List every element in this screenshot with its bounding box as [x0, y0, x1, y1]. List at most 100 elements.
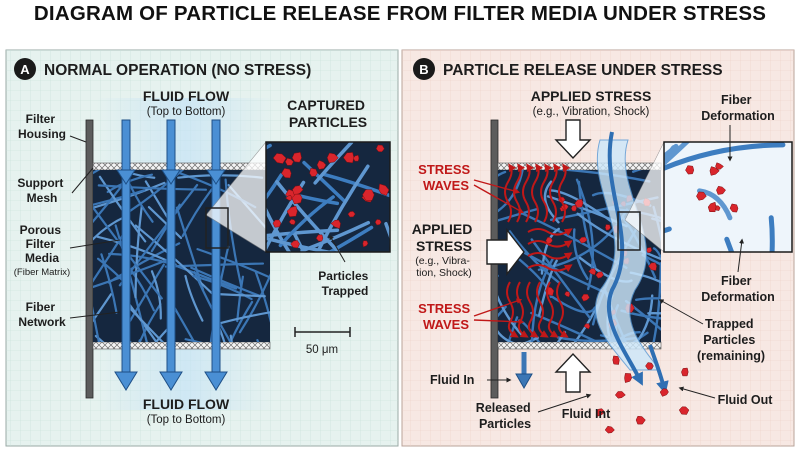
fiber	[196, 248, 270, 279]
fiber	[169, 299, 196, 342]
fluid-flow-top-label: FLUID FLOW	[143, 88, 230, 104]
particles-trapped-label: Particles Trapped	[318, 269, 371, 298]
particle	[272, 153, 287, 164]
particle	[326, 152, 339, 164]
particle	[595, 271, 604, 279]
fiber	[664, 142, 786, 171]
fiber	[498, 208, 538, 222]
support-mesh-label: Support Mesh	[17, 176, 66, 205]
stress-wave	[527, 252, 573, 260]
zoom-source-a	[205, 207, 229, 249]
stress-wave	[522, 163, 534, 223]
panel-a-badge	[14, 58, 36, 80]
applied-stress-left-label: APPLIED STRESS	[412, 221, 477, 254]
fiber	[154, 326, 170, 342]
particle	[347, 211, 356, 218]
fluid-flow-top-sub: (Top to Bottom)	[147, 106, 226, 118]
scale-bar: 50 μm	[294, 327, 351, 356]
fiber	[641, 253, 661, 266]
fiber	[635, 294, 654, 342]
fiber	[184, 338, 203, 342]
flow-path-b-out	[648, 344, 669, 395]
particle	[635, 415, 646, 425]
particle	[646, 247, 653, 253]
particle	[595, 408, 606, 417]
flow-arrow-head	[159, 371, 183, 391]
flow-arrow-head	[114, 371, 138, 391]
particle	[678, 406, 690, 415]
fiber	[498, 294, 524, 337]
stress-wave	[527, 240, 573, 248]
particle	[709, 166, 720, 176]
applied-stress-top-sub: (e.g., Vibration, Shock)	[533, 106, 650, 118]
fiber	[100, 253, 118, 314]
fiber	[632, 331, 649, 342]
particle	[581, 293, 590, 302]
particle	[291, 152, 302, 163]
released-particles-label: Released Particles	[476, 401, 534, 431]
released-particles	[595, 355, 690, 434]
flow-arrows-b	[606, 131, 669, 395]
fiber	[635, 297, 661, 301]
stress-wave	[527, 264, 573, 272]
particle	[696, 191, 707, 201]
fiber	[620, 309, 661, 320]
panel-b: B PARTICLE RELEASE UNDER STRESS	[412, 58, 793, 434]
fiber	[498, 305, 507, 318]
particle	[288, 219, 296, 225]
particle	[574, 199, 584, 208]
trapped-remaining-label: Trapped Particles (remaining)	[697, 317, 765, 363]
particle	[707, 201, 717, 213]
zoom-source-b	[617, 211, 641, 251]
fiber	[275, 179, 341, 252]
fiber	[652, 247, 661, 261]
stress-wave	[526, 281, 539, 338]
panel-b-badge-letter: B	[419, 62, 428, 77]
particle	[648, 262, 657, 271]
panel-a-heading: NORMAL OPERATION (NO STRESS)	[44, 62, 311, 79]
particle	[545, 236, 553, 245]
fiber	[292, 231, 306, 252]
fiber	[97, 184, 207, 191]
particle	[362, 240, 369, 248]
fluid-flow-bottom-label: FLUID FLOW	[143, 396, 230, 412]
particle	[315, 234, 324, 242]
applied-stress-bottom-arrow	[554, 352, 592, 393]
fiber	[647, 312, 661, 315]
stress-wave	[536, 281, 549, 338]
fiber	[134, 205, 143, 299]
particle	[378, 183, 390, 196]
fiber	[176, 265, 238, 290]
fiber	[238, 273, 270, 334]
support-mesh-top-b	[497, 162, 662, 171]
fiber	[302, 160, 346, 203]
particle	[624, 373, 632, 383]
particle	[659, 388, 669, 397]
captured-particles-label: CAPTURED PARTICLES	[287, 97, 369, 130]
particle	[286, 205, 298, 217]
flow-arrow-head	[204, 371, 228, 391]
fluid-in-arrow	[515, 352, 533, 390]
particle	[729, 203, 739, 213]
flow-arrow-shaft	[211, 119, 221, 375]
particle	[285, 194, 293, 202]
support-mesh-top-a	[92, 162, 271, 171]
stress-wave	[531, 163, 543, 223]
fiber	[577, 180, 597, 269]
stress-wave	[540, 163, 552, 223]
fluid-in-label: Fluid In	[430, 373, 474, 387]
fluid-int-label: Fluid Int	[562, 407, 611, 421]
stress-wave	[558, 163, 570, 223]
fiber	[575, 178, 595, 291]
zoom-particles-b	[685, 162, 739, 213]
support-mesh-bottom-a	[92, 341, 271, 350]
particle	[281, 168, 292, 179]
fiber	[184, 274, 204, 322]
diagram-title: DIAGRAM OF PARTICLE RELEASE FROM FILTER …	[33, 2, 767, 25]
fiber	[114, 224, 148, 342]
applied-stress-top-label: APPLIED STRESS	[531, 88, 652, 104]
fiber	[313, 142, 354, 185]
stress-wave	[506, 281, 519, 338]
fiber	[93, 184, 124, 224]
